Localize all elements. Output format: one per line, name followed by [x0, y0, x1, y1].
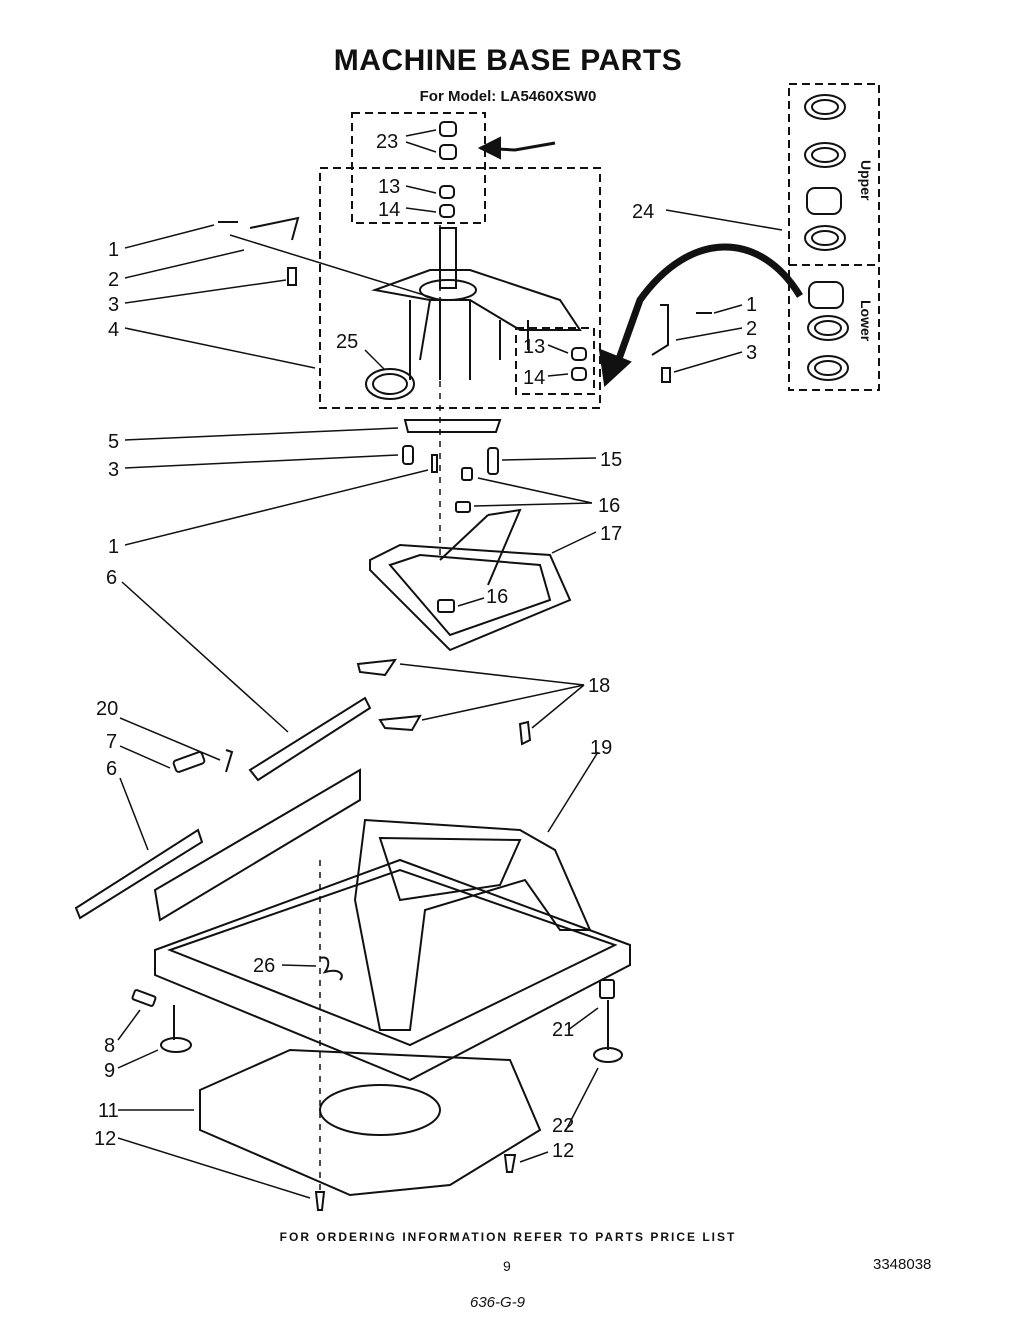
callout-22: 22 [552, 1115, 574, 1137]
callout-13-right: 13 [523, 336, 545, 358]
callout-1-mid: 1 [108, 536, 119, 558]
callout-8: 8 [104, 1035, 115, 1057]
document-number: 3348038 [873, 1256, 932, 1273]
callout-14-upper: 14 [378, 199, 400, 221]
ordering-note: FOR ORDERING INFORMATION REFER TO PARTS … [279, 1230, 737, 1244]
page-number: 9 [503, 1258, 511, 1274]
callout-12-left: 12 [94, 1128, 116, 1150]
callout-13-upper: 13 [378, 176, 400, 198]
callout-3-left: 3 [108, 294, 119, 316]
box-parts-13-14-right [515, 327, 595, 395]
callout-18: 18 [588, 675, 610, 697]
callout-23: 23 [376, 131, 398, 153]
label-upper: Upper [858, 160, 874, 201]
callout-3-mid: 3 [108, 459, 119, 481]
page-title: MACHINE BASE PARTS [333, 44, 683, 77]
callout-25: 25 [336, 331, 358, 353]
box-drive-assembly [319, 167, 601, 409]
callout-14-right: 14 [523, 367, 545, 389]
callout-20: 20 [96, 698, 118, 720]
callout-2-left: 2 [108, 269, 119, 291]
model-subtitle: For Model: LA5460XSW0 [419, 88, 597, 105]
callout-6-lower: 6 [106, 758, 117, 780]
callout-16-lower: 16 [486, 586, 508, 608]
callout-24: 24 [632, 201, 654, 223]
callout-26: 26 [253, 955, 275, 977]
callout-7: 7 [106, 731, 117, 753]
callout-4: 4 [108, 319, 119, 341]
arrow-bearing [611, 243, 803, 372]
label-lower: Lower [858, 300, 874, 342]
callout-17: 17 [600, 523, 622, 545]
callout-21: 21 [552, 1019, 574, 1041]
callout-15: 15 [600, 449, 622, 471]
callout-16-upper: 16 [598, 495, 620, 517]
callout-12-right: 12 [552, 1140, 574, 1162]
callout-19: 19 [590, 737, 612, 759]
box-bearing-kit [788, 83, 880, 391]
callout-5: 5 [108, 431, 119, 453]
callout-9: 9 [104, 1060, 115, 1082]
callout-1-right: 1 [746, 294, 757, 316]
callout-11: 11 [98, 1100, 119, 1122]
callout-2-right: 2 [746, 318, 757, 340]
callout-3-right: 3 [746, 342, 757, 364]
callout-1-left: 1 [108, 239, 119, 261]
callout-6-upper: 6 [106, 567, 117, 589]
handwritten-note: 636-G-9 [470, 1294, 526, 1311]
